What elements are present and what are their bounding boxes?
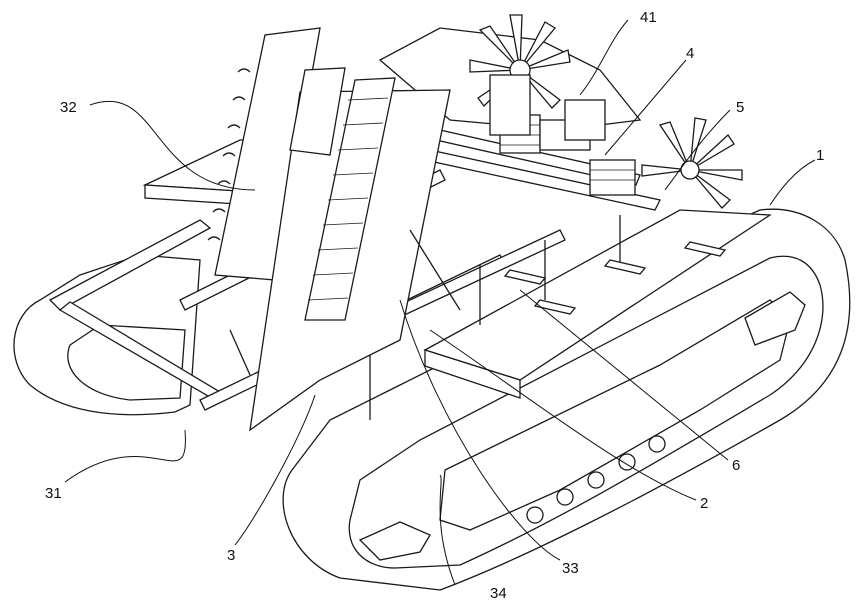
callout-31: 31 — [45, 485, 62, 502]
callout-34: 34 — [490, 585, 507, 602]
callout-1: 1 — [816, 147, 824, 164]
callout-3: 3 — [227, 547, 235, 564]
drive-tower — [490, 75, 530, 135]
callout-2: 2 — [700, 495, 708, 512]
drive-box-4 — [565, 100, 605, 140]
callout-5: 5 — [736, 99, 744, 116]
callout-32: 32 — [60, 99, 77, 116]
callout-33: 33 — [562, 560, 579, 577]
drive-box-3 — [590, 160, 635, 195]
elevator-cylinder — [230, 330, 250, 375]
paddle-wheel-front — [642, 118, 742, 208]
nozzle-1 — [505, 270, 545, 284]
callout-41: 41 — [640, 9, 657, 26]
callout-4: 4 — [686, 45, 694, 62]
callout-6: 6 — [732, 457, 740, 474]
